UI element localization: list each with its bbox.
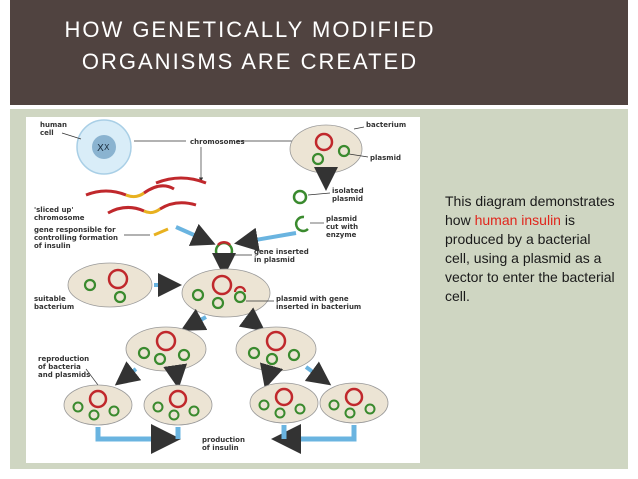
label-isolated-2: plasmid (332, 195, 363, 203)
bacterium-gen3-3 (249, 382, 319, 424)
label-reproduction-3: and plasmids (38, 371, 90, 379)
label-production-2: of insulin (202, 444, 239, 452)
isolated-plasmid-icon (292, 189, 308, 205)
label-cut-1: plasmid (326, 215, 357, 223)
label-production-1: production (202, 436, 245, 444)
label-reproduction-2: of bacteria (38, 363, 81, 371)
svg-text:X: X (97, 143, 104, 154)
caption-after: is produced by a bacterial cell, using a… (445, 212, 615, 304)
bacterium-gen2-left (125, 326, 207, 372)
bacterium-icon (289, 124, 363, 174)
bacterium-gen3-2 (143, 384, 213, 426)
label-plasmid-gene-1: plasmid with gene (276, 295, 349, 303)
label-human-cell-2: cell (40, 129, 54, 137)
label-gene-3: of insulin (34, 242, 71, 250)
caption-before: This diagram demonstrates how (445, 193, 615, 228)
recombinant-plasmid-icon (214, 241, 234, 261)
title-line-1: HOW GENETICALLY MODIFIED (64, 17, 436, 42)
bacterium-gen3-4 (319, 382, 389, 424)
bacterium-gen3-1 (63, 384, 133, 426)
chromosome-fragments-icon (85, 176, 207, 215)
human-cell-icon: X X (76, 119, 132, 175)
caption-text: This diagram demonstrates how human insu… (445, 192, 615, 306)
cut-plasmid-icon (294, 215, 309, 233)
label-gene-2: controlling formation (34, 234, 118, 242)
slide-title: HOW GENETICALLY MODIFIED ORGANISMS ARE C… (10, 14, 490, 78)
label-suitable-2: bacterium (34, 303, 74, 311)
label-bacterium: bacterium (366, 121, 406, 129)
diagram-svg: X X human cell chromosomes 'sliced up' (34, 119, 406, 454)
label-cut-3: enzyme (326, 231, 357, 239)
gm-bacterium-icon (181, 268, 271, 318)
title-bar: HOW GENETICALLY MODIFIED ORGANISMS ARE C… (10, 0, 628, 105)
label-sliced-2: chromosome (34, 214, 85, 222)
label-inserted-2: in plasmid (254, 256, 295, 264)
label-suitable-1: suitable (34, 295, 66, 303)
label-chromosomes: chromosomes (190, 138, 245, 146)
label-human-cell-1: human (40, 121, 67, 129)
insulin-gene-icon (153, 227, 169, 237)
svg-text:X: X (104, 143, 110, 152)
label-cut-2: cut with (326, 223, 358, 231)
gmo-diagram: X X human cell chromosomes 'sliced up' (26, 117, 420, 463)
title-line-2: ORGANISMS ARE CREATED (81, 49, 419, 74)
bacterium-gen2-right (235, 326, 317, 372)
label-gene-1: gene responsible for (34, 226, 116, 234)
label-plasmid-gene-2: inserted in bacterium (276, 303, 361, 311)
label-reproduction-1: reproduction (38, 355, 89, 363)
label-plasmid: plasmid (370, 154, 401, 162)
label-sliced-1: 'sliced up' (34, 206, 74, 214)
caption-highlight: human insulin (474, 212, 561, 228)
suitable-bacterium-icon (67, 262, 153, 308)
label-isolated-1: isolated (332, 187, 364, 195)
label-inserted-1: gene inserted (254, 248, 309, 256)
